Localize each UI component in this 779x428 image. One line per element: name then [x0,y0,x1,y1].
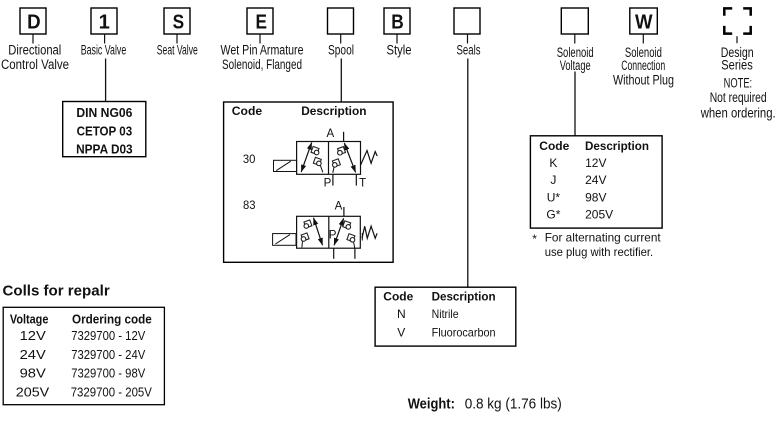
svg-text:Fluorocarbon: Fluorocarbon [432,326,496,340]
svg-text:DIN NG06: DIN NG06 [76,106,132,120]
svg-text:E: E [255,11,267,33]
svg-text:W: W [635,11,653,33]
svg-text:Code: Code [383,290,413,304]
svg-text:Seat Valve: Seat Valve [157,43,198,58]
svg-text:Description: Description [585,139,649,153]
svg-text:7329700 - 98V: 7329700 - 98V [71,367,146,381]
svg-text:N: N [397,307,406,321]
svg-text:Ordering code: Ordering code [72,313,152,327]
svg-text:T: T [359,177,366,189]
svg-text:A: A [335,200,343,212]
svg-text:Nitrile: Nitrile [432,307,459,321]
svg-text:K: K [549,156,557,170]
svg-text:12V: 12V [585,156,606,170]
svg-text:Colls for repalr: Colls for repalr [3,284,110,300]
svg-text:NPPA D03: NPPA D03 [76,143,133,157]
svg-text:7329700 - 24V: 7329700 - 24V [71,348,146,362]
svg-text:205V: 205V [585,208,613,222]
svg-text:Connection: Connection [621,58,665,73]
svg-text:12V: 12V [20,329,47,343]
svg-text:24V: 24V [585,173,606,187]
svg-text:205V: 205V [16,386,50,400]
svg-text:G*: G* [546,208,560,222]
svg-text:Description: Description [301,104,366,118]
svg-text:A: A [327,128,335,140]
svg-text:Description: Description [432,290,496,304]
svg-text:use plug with rectifier.: use plug with rectifier. [545,245,654,259]
svg-text:For alternating current: For alternating current [545,231,662,245]
svg-text:Seals: Seals [457,43,481,58]
svg-text:Series: Series [721,57,753,72]
svg-text:U*: U* [547,190,561,204]
svg-text:B: B [391,11,404,33]
svg-text:Code: Code [232,104,263,118]
svg-text:*: * [532,232,537,246]
svg-text:Without Plug: Without Plug [613,72,674,87]
svg-text:24V: 24V [20,348,47,362]
svg-text:7329700 - 205V: 7329700 - 205V [71,386,153,400]
svg-text:P: P [329,230,337,242]
svg-text:CETOP 03: CETOP 03 [77,124,133,138]
svg-text:Code: Code [539,139,569,153]
svg-text:0.8 kg (1.76 lbs): 0.8 kg (1.76 lbs) [465,396,562,412]
svg-text:P: P [324,177,332,189]
svg-text:J: J [550,173,556,187]
svg-text:Wet Pin Armature: Wet Pin Armature [221,43,304,58]
svg-text:Solenoid, Flanged: Solenoid, Flanged [222,57,302,72]
svg-text:Voltage: Voltage [10,313,49,327]
svg-text:7329700 - 12V: 7329700 - 12V [71,329,146,343]
svg-text:98V: 98V [585,190,606,204]
svg-text:Design: Design [721,45,754,60]
svg-text:D: D [27,11,41,33]
svg-text:V: V [397,326,405,340]
svg-text:Directional: Directional [8,43,61,58]
svg-text:Control Valve: Control Valve [1,57,69,72]
svg-text:83: 83 [243,198,256,212]
svg-text:Weight:: Weight: [408,396,455,412]
svg-text:Basic Valve: Basic Valve [81,43,127,58]
svg-text:when ordering.: when ordering. [700,106,776,121]
svg-text:NOTE:: NOTE: [724,76,753,91]
svg-text:98V: 98V [20,367,47,381]
svg-text:1: 1 [99,11,110,33]
svg-text:Voltage: Voltage [560,58,591,73]
svg-text:Spool: Spool [328,43,354,58]
svg-text:30: 30 [243,152,256,166]
svg-text:Solenoid: Solenoid [625,45,662,60]
svg-text:Solenoid: Solenoid [557,45,594,60]
svg-text:Not required: Not required [710,90,767,105]
svg-text:Style: Style [387,43,412,58]
svg-text:S: S [173,11,185,33]
